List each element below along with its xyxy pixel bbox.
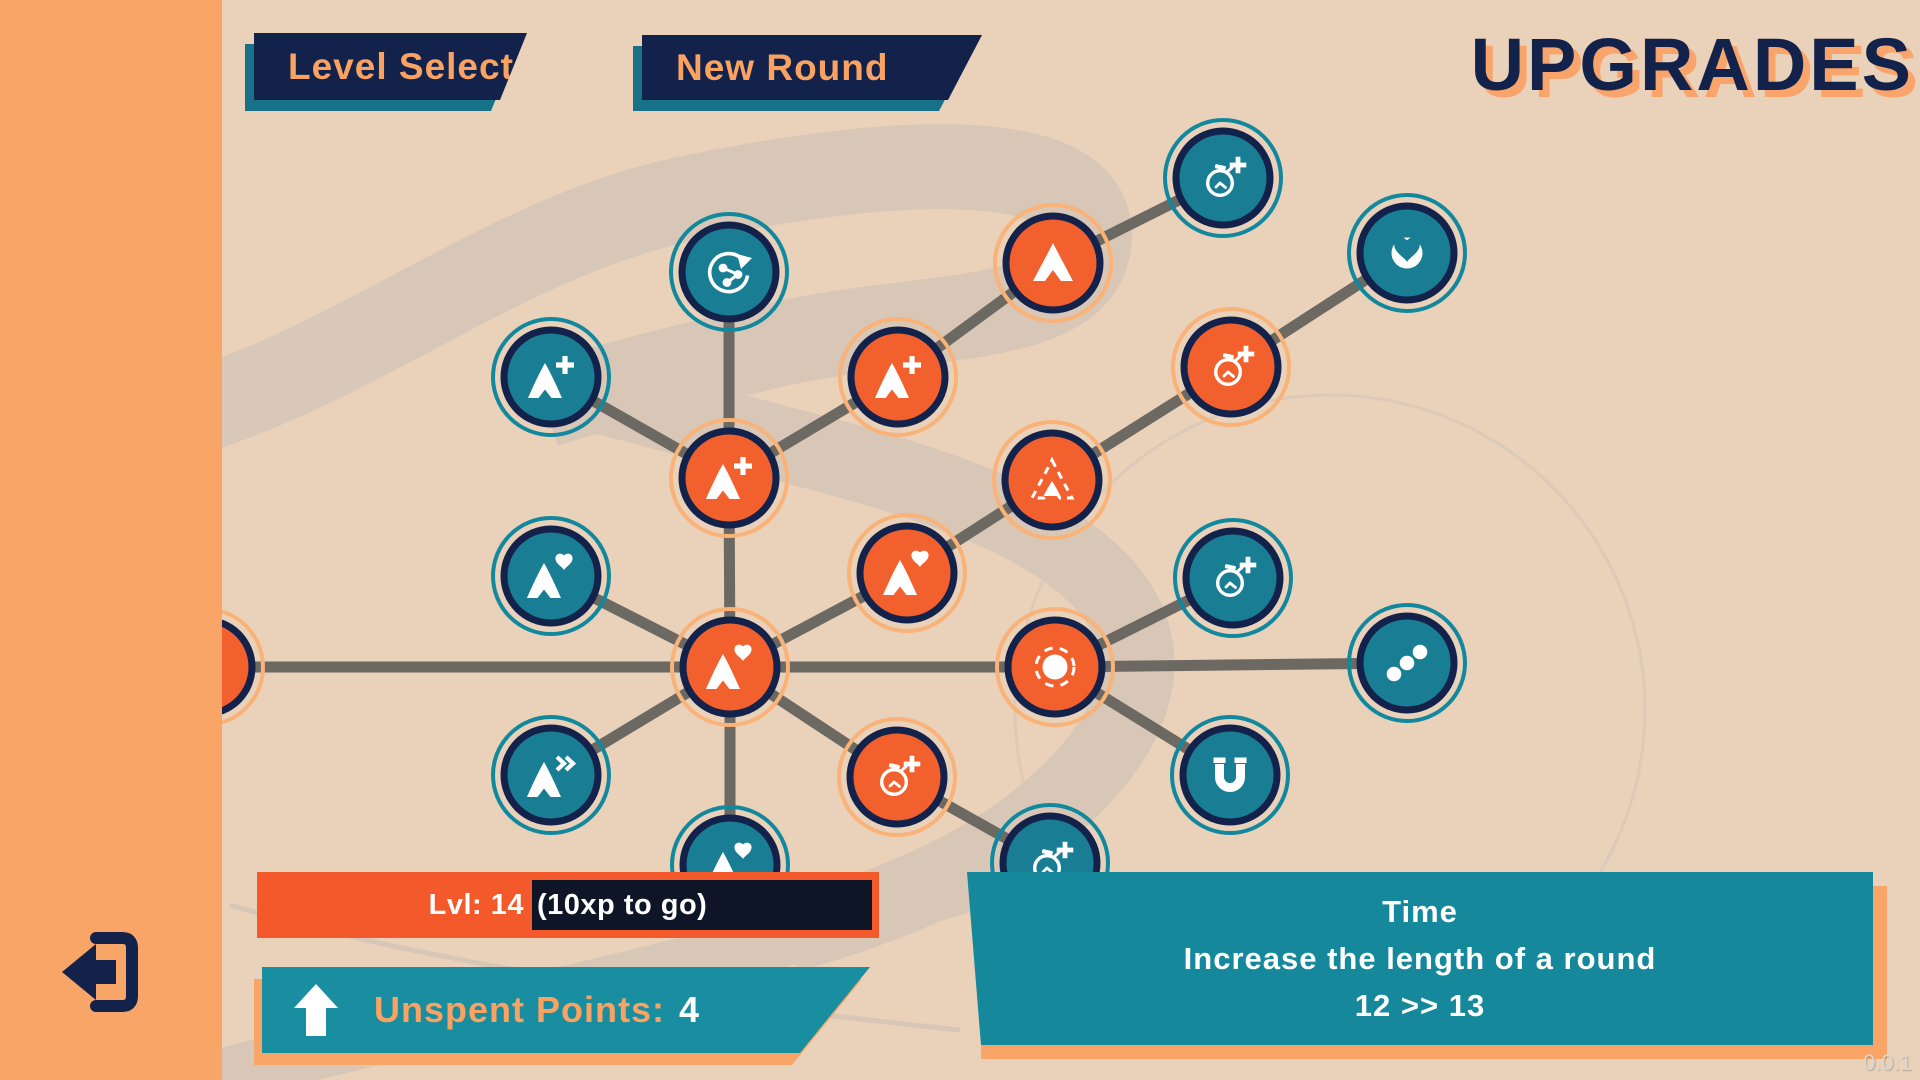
- upgrade-node-radius[interactable]: [995, 607, 1115, 727]
- new-round-button-group: New Round: [642, 35, 982, 100]
- unspent-points-value: 4: [679, 989, 700, 1030]
- version-label: 0.0.1: [1863, 1050, 1912, 1075]
- tooltip-title: Time: [1382, 894, 1458, 929]
- stopwatch-plus-icon: [1213, 345, 1255, 387]
- share-loop-icon: [707, 251, 752, 294]
- level-select-label: Level Select: [288, 45, 514, 87]
- xp-remaining-segment: [532, 880, 872, 930]
- level-select-button-group: Level Select: [254, 33, 527, 100]
- dots-3-icon: [1386, 644, 1428, 682]
- arrow-heart-icon: [706, 644, 752, 689]
- upgrade-node-arrow-plus-2[interactable]: [838, 317, 958, 437]
- magnet-icon: [1213, 757, 1247, 792]
- upgrade-node-time-plus-4[interactable]: [837, 717, 957, 837]
- heart-disc-icon: [1391, 237, 1423, 269]
- upgrade-node-magnet[interactable]: [1170, 715, 1290, 835]
- peak-icon: [1033, 243, 1073, 281]
- unspent-banner-face: Unspent Points: 4: [262, 967, 870, 1053]
- upgrade-node-reroll[interactable]: [669, 212, 789, 332]
- arrow-plus-icon: [528, 356, 574, 398]
- new-round-label: New Round: [676, 46, 889, 88]
- up-arrow-icon: [290, 982, 342, 1038]
- exit-icon: [62, 932, 138, 1012]
- level-select-button[interactable]: Level Select: [254, 33, 527, 100]
- page-title: UPGRADES: [1470, 23, 1914, 106]
- back-button[interactable]: [52, 922, 152, 1022]
- stopwatch-plus-icon: [1032, 841, 1074, 883]
- stopwatch-plus-icon: [1215, 556, 1257, 598]
- level-label: Lvl: 14: [428, 888, 525, 921]
- new-round-button[interactable]: New Round: [642, 35, 982, 100]
- upgrade-node-multi[interactable]: [1347, 603, 1467, 723]
- upgrade-node-arrow-heart-2[interactable]: [847, 513, 967, 633]
- tooltip-description: Increase the length of a round: [1183, 941, 1657, 976]
- peak-dashed-icon: [1029, 456, 1075, 500]
- arrow-plus-icon: [875, 356, 921, 398]
- tree-edge: [1054, 657, 1408, 673]
- upgrade-node-time-plus-2[interactable]: [1171, 307, 1291, 427]
- tooltip-change: 12 >> 13: [1354, 988, 1486, 1023]
- unspent-points-banner: Unspent Points: 4: [254, 967, 870, 1065]
- upgrade-node-arrow-fast[interactable]: [491, 715, 611, 835]
- arrow-fast-icon: [527, 755, 577, 797]
- arrow-heart-icon: [527, 553, 573, 598]
- upgrade-node-peak-dashed[interactable]: [992, 420, 1112, 540]
- stopwatch-plus-icon: [1205, 156, 1247, 198]
- upgrade-node-arrow-plus-3[interactable]: [669, 418, 789, 538]
- upgrade-node-time-plus-1[interactable]: [1163, 118, 1283, 238]
- stopwatch-plus-icon: [879, 755, 921, 797]
- dashed-circle-icon: [1034, 646, 1076, 688]
- xp-bar-text: Lvl: 14 (10xp to go): [257, 872, 879, 938]
- upgrade-tooltip: Time Increase the length of a round 12 >…: [967, 872, 1887, 1062]
- unspent-points-label: Unspent Points:: [374, 989, 665, 1030]
- upgrade-node-hub[interactable]: [670, 607, 790, 727]
- upgrade-node-health[interactable]: [1347, 193, 1467, 313]
- arrow-plus-icon: [706, 457, 752, 499]
- arrow-heart-icon: [883, 550, 929, 595]
- left-sidebar: [0, 0, 222, 1080]
- upgrade-node-big-peak[interactable]: [993, 203, 1113, 323]
- xp-progress-bar: Lvl: 14 (10xp to go): [257, 872, 879, 938]
- upgrade-node-arrow-heart-1[interactable]: [491, 516, 611, 636]
- xp-to-go-label: (10xp to go): [537, 888, 708, 921]
- upgrade-node-time-plus-3[interactable]: [1173, 518, 1293, 638]
- upgrade-node-arrow-plus-1[interactable]: [491, 317, 611, 437]
- tooltip-face: Time Increase the length of a round 12 >…: [967, 872, 1873, 1045]
